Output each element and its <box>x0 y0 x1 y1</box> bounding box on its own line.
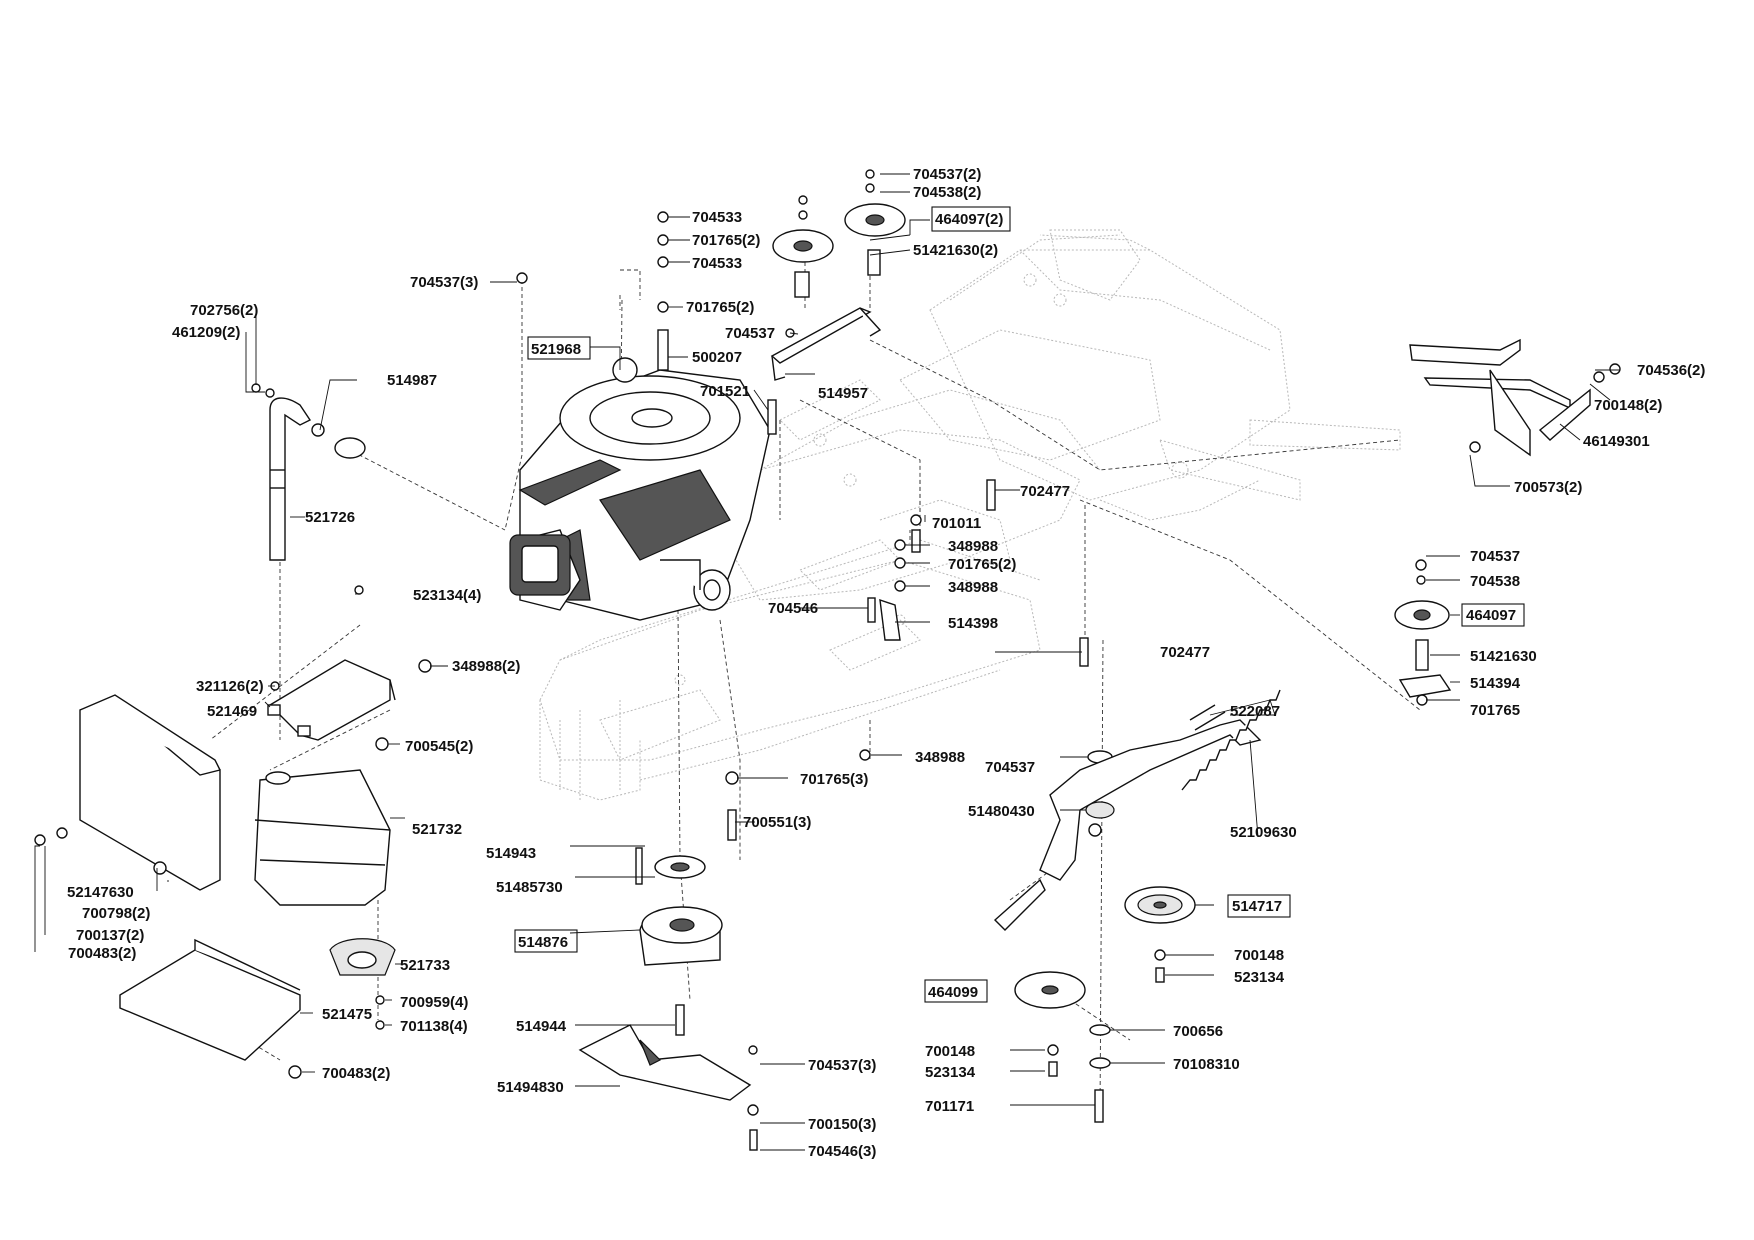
label-523134-4: 523134(4) <box>413 587 481 604</box>
label-70108310: 70108310 <box>1173 1056 1240 1073</box>
label-700798-2: 700798(2) <box>82 905 150 922</box>
label-704538-right: 704538 <box>1470 573 1520 590</box>
label-702477-a: 702477 <box>1020 483 1070 500</box>
label-700483-2-b: 700483(2) <box>322 1065 390 1082</box>
label-701138-4: 701138(4) <box>400 1018 468 1035</box>
label-514957: 514957 <box>818 385 868 402</box>
label-700148-2: 700148(2) <box>1594 397 1662 414</box>
label-51421630-2: 51421630(2) <box>913 242 998 259</box>
label-704537-3-a: 704537(3) <box>410 274 478 291</box>
idler-bracket-illustration <box>516 211 882 435</box>
muffler-illustration <box>254 769 391 906</box>
label-514944: 514944 <box>516 1018 567 1035</box>
center-small-parts-illustration <box>725 479 1089 841</box>
label-701011: 701011 <box>932 515 981 532</box>
label-704533-a: 704533 <box>692 209 742 226</box>
label-521726: 521726 <box>305 509 355 526</box>
engine-illustration <box>509 357 771 621</box>
heat-plate-illustration <box>119 938 302 1079</box>
label-348988-a: 348988 <box>948 538 998 555</box>
label-702477-b: 702477 <box>1160 644 1210 661</box>
label-frames <box>514 206 1525 1003</box>
label-514717: 514717 <box>1232 898 1282 915</box>
label-514943: 514943 <box>486 845 536 862</box>
label-700656: 700656 <box>1173 1023 1223 1040</box>
label-700551-3: 700551(3) <box>743 814 811 831</box>
label-500207: 500207 <box>692 349 742 366</box>
label-701765-2-b: 701765(2) <box>686 299 754 316</box>
label-700137-2: 700137(2) <box>76 927 144 944</box>
leader-lines <box>34 173 1620 1151</box>
label-704536-2: 704536(2) <box>1637 362 1705 379</box>
label-704546: 704546 <box>768 600 818 617</box>
label-700150-3: 700150(3) <box>808 1116 876 1133</box>
heat-shield-illustration <box>34 694 221 891</box>
label-464097: 464097 <box>1466 607 1516 624</box>
label-521469: 521469 <box>207 703 257 720</box>
label-704533-b: 704533 <box>692 255 742 272</box>
exhaust-pipe-illustration <box>251 383 366 561</box>
label-700148-a: 700148 <box>1234 947 1284 964</box>
right-pulley-group-illustration <box>1394 559 1452 706</box>
label-701765-2-a: 701765(2) <box>692 232 760 249</box>
top-idler-pulleys-illustration <box>772 169 906 298</box>
label-51494830: 51494830 <box>497 1079 564 1096</box>
label-704537-c: 704537 <box>985 759 1035 776</box>
label-321126-2: 321126(2) <box>196 678 264 695</box>
label-514398: 514398 <box>948 615 998 632</box>
label-704537-2-top: 704537(2) <box>913 166 981 183</box>
right-bracket-illustration <box>1409 338 1621 457</box>
label-704538-2: 704538(2) <box>913 184 981 201</box>
label-51421630: 51421630 <box>1470 648 1537 665</box>
label-521475: 521475 <box>322 1006 372 1023</box>
label-52147630: 52147630 <box>67 884 134 901</box>
label-51480430: 51480430 <box>968 803 1035 820</box>
label-461209-2: 461209(2) <box>172 324 240 341</box>
muffler-guard-illustration <box>329 938 396 1030</box>
label-514987: 514987 <box>387 372 437 389</box>
muffler-bracket-illustration <box>267 585 432 751</box>
label-702756-2: 702756(2) <box>190 302 258 319</box>
label-701521: 701521 <box>700 383 750 400</box>
label-521968: 521968 <box>531 341 581 358</box>
label-514876: 514876 <box>518 934 568 951</box>
label-521732: 521732 <box>412 821 462 838</box>
label-521733: 521733 <box>400 957 450 974</box>
label-464099: 464099 <box>928 984 978 1001</box>
label-701171: 701171 <box>925 1098 974 1115</box>
label-46149301: 46149301 <box>1583 433 1650 450</box>
label-700959-4: 700959(4) <box>400 994 468 1011</box>
label-700483-2-a: 700483(2) <box>68 945 136 962</box>
label-704537-3-b: 704537(3) <box>808 1057 876 1074</box>
label-348988-2: 348988(2) <box>452 658 520 675</box>
part-labels: 704537(2) 704538(2) 464097(2) 51421630(2… <box>67 166 1705 1160</box>
label-704546-3: 704546(3) <box>808 1143 876 1160</box>
label-700573-2: 700573(2) <box>1514 479 1582 496</box>
label-704537-mid: 704537 <box>725 325 775 342</box>
label-523134-a: 523134 <box>1234 969 1285 986</box>
label-701765-right: 701765 <box>1470 702 1520 719</box>
label-348988-c: 348988 <box>915 749 965 766</box>
label-700545-2: 700545(2) <box>405 738 473 755</box>
clutch-assembly-illustration <box>578 847 759 1151</box>
label-52109630: 52109630 <box>1230 824 1297 841</box>
label-701765-3: 701765(3) <box>800 771 868 788</box>
label-464097-2: 464097(2) <box>935 211 1003 228</box>
label-704537-right: 704537 <box>1470 548 1520 565</box>
label-348988-b: 348988 <box>948 579 998 596</box>
label-701765-2-c: 701765(2) <box>948 556 1016 573</box>
chassis-frame <box>539 229 1401 801</box>
label-523134-b: 523134 <box>925 1064 976 1081</box>
label-522087: 522087 <box>1230 703 1280 720</box>
label-514394: 514394 <box>1470 675 1521 692</box>
label-700148-b: 700148 <box>925 1043 975 1060</box>
label-51485730: 51485730 <box>496 879 563 896</box>
